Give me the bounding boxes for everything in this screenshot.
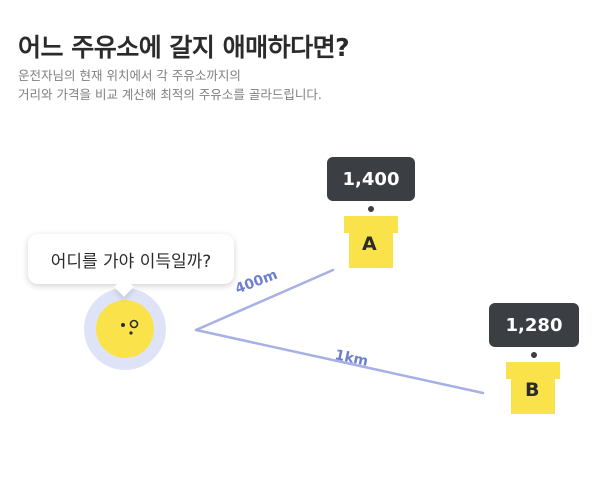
user-mouth — [129, 331, 133, 335]
station-a-icon — [344, 216, 398, 268]
station-a-price-pin — [368, 206, 374, 212]
user-character — [84, 288, 166, 370]
speech-bubble: 어디를 가야 이득일까? — [28, 234, 234, 284]
station-b-label: B — [525, 379, 540, 401]
user-face — [96, 300, 154, 358]
description-line-1: 운전자님의 현재 위치에서 각 주유소까지의 — [18, 68, 241, 83]
station-b-icon — [506, 362, 560, 414]
page-title: 어느 주유소에 갈지 애매하다면? — [18, 33, 350, 62]
user-eye-left — [121, 323, 125, 327]
station-a-price-tag: 1,400 — [327, 157, 415, 201]
page-description: 운전자님의 현재 위치에서 각 주유소까지의 거리와 가격을 비교 계산해 최적… — [18, 66, 322, 104]
station-a-label: A — [362, 233, 377, 255]
user-eye-right — [129, 319, 139, 329]
description-line-2: 거리와 가격을 비교 계산해 최적의 주유소를 골라드립니다. — [18, 87, 322, 102]
station-b-price-pin — [531, 352, 537, 358]
route-line-b — [194, 328, 485, 395]
route-line-a — [194, 268, 335, 332]
station-b-price-tag: 1,280 — [489, 303, 579, 347]
